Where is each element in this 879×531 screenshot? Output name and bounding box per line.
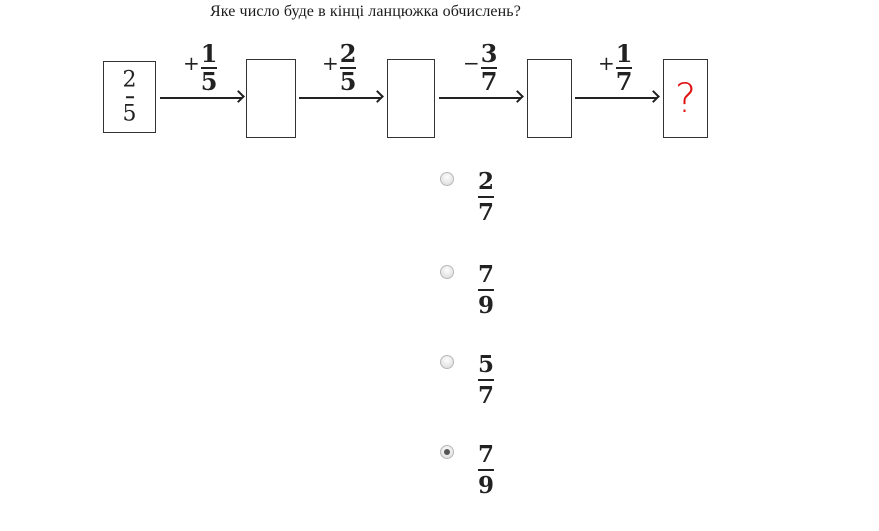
arrow-3 <box>439 97 521 99</box>
operation-sign: + <box>183 51 200 75</box>
numerator: 7 <box>478 441 495 468</box>
operation-sign: + <box>322 51 339 75</box>
arrow-2 <box>299 97 381 99</box>
numerator: 2 <box>122 67 137 93</box>
radio-button[interactable] <box>440 355 454 369</box>
intermediate-box-1[interactable] <box>246 59 296 138</box>
denominator: 5 <box>339 67 357 96</box>
answer-option-4[interactable]: 7 9 <box>440 441 495 499</box>
fraction-bar <box>125 96 134 98</box>
question-mark: ? <box>674 75 697 122</box>
numerator: 7 <box>478 261 495 288</box>
numerator: 1 <box>615 39 633 68</box>
option-fraction: 2 7 <box>478 168 495 226</box>
question-text: Яке число буде в кінці ланцюжка обчислен… <box>210 3 521 20</box>
arrow-1 <box>160 97 242 99</box>
radio-button[interactable] <box>440 172 454 186</box>
start-value-box: 2 5 <box>103 61 156 133</box>
denominator: 7 <box>615 67 633 96</box>
intermediate-box-2[interactable] <box>387 59 435 138</box>
result-box: ? <box>663 59 708 138</box>
denominator: 9 <box>478 292 495 319</box>
denominator: 7 <box>478 199 495 226</box>
denominator: 5 <box>122 100 137 126</box>
start-fraction: 2 5 <box>123 69 137 125</box>
numerator: 5 <box>478 351 495 378</box>
denominator: 7 <box>480 67 498 96</box>
numerator: 2 <box>339 39 357 68</box>
numerator: 1 <box>200 39 218 68</box>
radio-button[interactable] <box>440 265 454 279</box>
option-fraction: 7 9 <box>478 261 495 319</box>
answer-option-2[interactable]: 7 9 <box>440 261 495 319</box>
answer-option-3[interactable]: 5 7 <box>440 351 495 409</box>
radio-button-selected[interactable] <box>440 445 454 459</box>
numerator: 3 <box>480 39 498 68</box>
option-fraction: 5 7 <box>478 351 495 409</box>
answer-option-1[interactable]: 2 7 <box>440 168 495 226</box>
denominator: 5 <box>200 67 218 96</box>
numerator: 2 <box>478 168 495 195</box>
denominator: 9 <box>478 472 495 499</box>
arrow-4 <box>575 97 657 99</box>
operation-sign: − <box>463 51 480 75</box>
option-fraction: 7 9 <box>478 441 495 499</box>
intermediate-box-3[interactable] <box>527 59 572 138</box>
operation-sign: + <box>598 51 615 75</box>
denominator: 7 <box>478 382 495 409</box>
